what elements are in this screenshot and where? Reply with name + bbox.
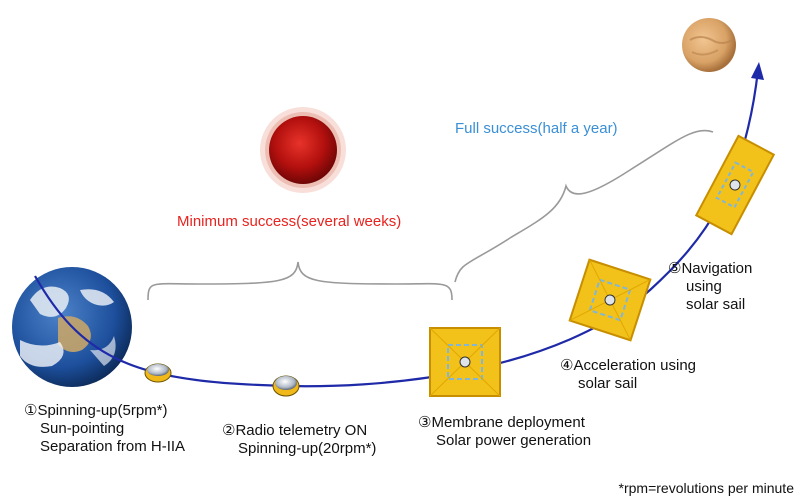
full-success-brace	[454, 129, 714, 283]
solar-sail-icon	[694, 134, 776, 236]
spacecraft-icon	[144, 363, 172, 383]
step-4-line-1: Acceleration using	[573, 357, 697, 374]
step-1-label: ①Spinning-up(5rpm*) Sun-pointing Separat…	[24, 402, 185, 456]
solar-sail-icon	[568, 258, 652, 342]
step-2-line-2: Spinning-up(20rpm*)	[238, 440, 377, 457]
step-5-line-3: solar sail	[686, 296, 746, 313]
step-4-number: ④	[560, 357, 574, 374]
step-2-number: ②	[222, 422, 236, 439]
step-5-number: ⑤	[668, 260, 682, 277]
step-3-number: ③	[418, 414, 432, 431]
step-1-line-2: Sun-pointing	[40, 420, 125, 437]
footnote: *rpm=revolutions per minute	[618, 480, 794, 496]
step-1-number: ①	[24, 402, 38, 419]
step-2-line-1: Radio telemetry ON	[235, 422, 368, 439]
step-4-label: ④Acceleration using solar sail	[560, 357, 696, 393]
sun-icon	[260, 107, 346, 193]
step-3-label: ③Membrane deployment Solar power generat…	[418, 414, 591, 450]
step-4-line-2: solar sail	[578, 375, 638, 392]
trajectory-arrowhead	[751, 62, 764, 80]
step-5-line-1: Navigation	[681, 260, 753, 277]
venus-icon	[682, 18, 736, 72]
step-3-line-1: Membrane deployment	[431, 414, 585, 431]
step-2-label: ②Radio telemetry ON Spinning-up(20rpm*)	[222, 422, 376, 458]
spacecraft-icon	[272, 375, 300, 397]
step-1-line-1: Spinning-up(5rpm*)	[37, 402, 168, 419]
full-success-label: Full success(half a year)	[455, 120, 618, 137]
solar-sail-icon	[429, 327, 501, 397]
minimum-success-brace	[147, 261, 453, 301]
step-3-line-2: Solar power generation	[436, 432, 592, 449]
step-1-line-3: Separation from H-IIA	[40, 438, 186, 455]
step-5-label: ⑤Navigation using solar sail	[668, 260, 752, 314]
step-5-line-2: using	[686, 278, 722, 295]
minimum-success-label: Minimum success(several weeks)	[177, 213, 402, 230]
